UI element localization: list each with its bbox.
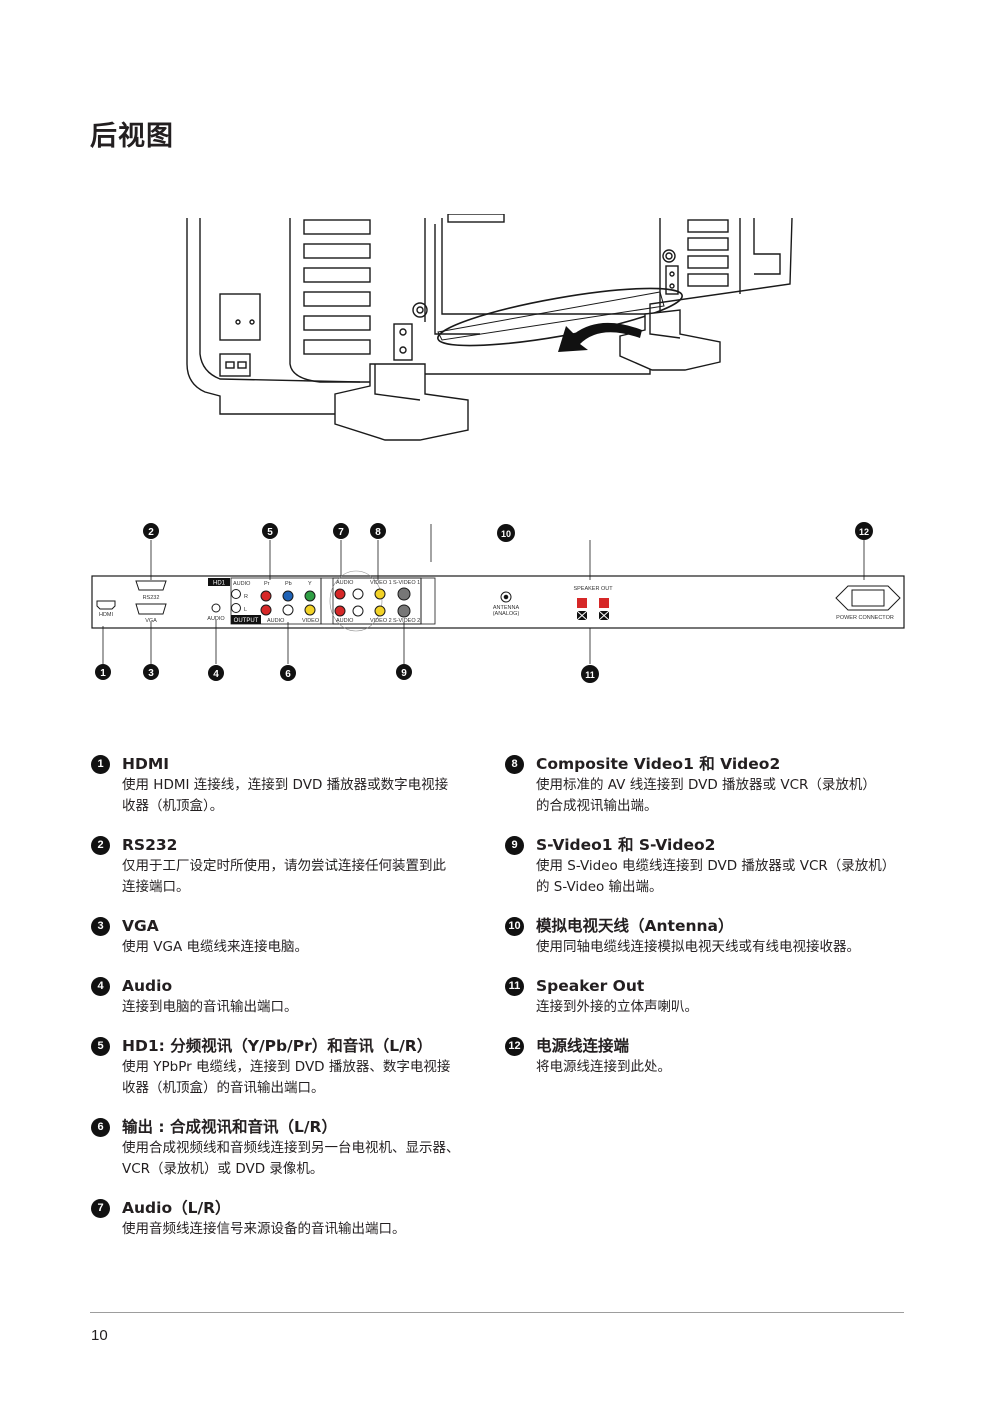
callout-6: 6 [285, 669, 291, 680]
video2-label: VIDEO 2 [370, 618, 392, 624]
callout-9: 9 [401, 668, 407, 679]
item-desc: 使用 HDMI 连接线，连接到 DVD 播放器或数字电视接 收器（机顶盒）。 [122, 777, 449, 814]
power-connector-label: POWER CONNECTOR [836, 615, 894, 621]
callout-4: 4 [213, 669, 219, 680]
analog-label: (ANALOG) [493, 611, 520, 617]
output-video-label: VIDEO [302, 618, 320, 624]
tv-rear-illustration [186, 214, 793, 441]
description-column-left: 1 HDMI 使用 HDMI 连接线，连接到 DVD 播放器或数字电视接 收器（… [91, 754, 491, 1258]
item-desc: 使用同轴电缆线连接模拟电视天线或有线电视接收器。 [536, 939, 860, 955]
item-hd1: 5 HD1: 分频视讯（Y/Pb/Pr）和音讯（L/R） 使用 YPbPr 电缆… [91, 1036, 491, 1099]
item-title: 电源线连接端 [536, 1037, 630, 1055]
output-audio-label: AUDIO [267, 618, 285, 624]
item-output: 6 输出 : 合成视讯和音讯（L/R） 使用合成视频线和音频线连接到另一台电视机… [91, 1117, 491, 1180]
item-desc: 连接到外接的立体声喇叭。 [536, 999, 698, 1015]
item-title: HDMI [122, 755, 170, 773]
item-desc: 仅用于工厂设定时所使用，请勿尝试连接任何装置到此 连接端口。 [122, 858, 446, 895]
item-number: 10 [505, 917, 524, 936]
item-desc: 使用 YPbPr 电缆线，连接到 DVD 播放器、数字电视接 收器（机顶盒）的音… [122, 1059, 451, 1096]
antenna-label: ANTENNA [493, 605, 520, 611]
callout-12: 12 [859, 527, 869, 537]
pc-audio-port-label: AUDIO [207, 616, 225, 622]
item-title: VGA [122, 917, 159, 935]
item-desc: 使用 S-Video 电缆线连接到 DVD 播放器或 VCR（录放机） 的 S-… [536, 858, 896, 895]
item-title: 模拟电视天线（Antenna） [536, 917, 734, 935]
item-power-connector: 12 电源线连接端 将电源线连接到此处。 [505, 1036, 905, 1078]
item-title: Composite Video1 和 Video2 [536, 755, 781, 773]
svideo2-label: S-VIDEO 2 [393, 618, 420, 624]
y-label: Y [308, 581, 312, 587]
item-number: 7 [91, 1199, 110, 1218]
item-vga: 3 VGA 使用 VGA 电缆线来连接电脑。 [91, 916, 491, 958]
vga-port-label: VGA [145, 618, 157, 624]
hd1-r-label: R [244, 594, 248, 600]
item-desc: 使用 VGA 电缆线来连接电脑。 [122, 939, 309, 955]
callout-1: 1 [100, 668, 106, 679]
item-title: 输出 : 合成视讯和音讯（L/R） [122, 1118, 337, 1136]
hdmi-port-label: HDMI [99, 612, 114, 618]
audio2-label: AUDIO [336, 618, 354, 624]
item-number: 6 [91, 1118, 110, 1137]
item-rs232: 2 RS232 仅用于工厂设定时所使用，请勿尝试连接任何装置到此 连接端口。 [91, 835, 491, 898]
item-number: 9 [505, 836, 524, 855]
speaker-out-label: SPEAKER OUT [573, 586, 613, 592]
footer-divider [90, 1312, 904, 1313]
video1-label: VIDEO 1 [370, 580, 392, 586]
item-title: Audio [122, 977, 173, 995]
item-title: Speaker Out [536, 977, 645, 995]
item-antenna: 10 模拟电视天线（Antenna） 使用同轴电缆线连接模拟电视天线或有线电视接… [505, 916, 905, 958]
item-composite-video: 8 Composite Video1 和 Video2 使用标准的 AV 线连接… [505, 754, 905, 817]
callout-5: 5 [267, 527, 273, 538]
item-number: 12 [505, 1037, 524, 1056]
callout-10: 10 [501, 529, 511, 539]
item-desc: 将电源线连接到此处。 [536, 1059, 671, 1075]
callout-7: 7 [338, 527, 344, 538]
item-title: S-Video1 和 S-Video2 [536, 836, 716, 854]
item-desc: 使用音频线连接信号来源设备的音讯输出端口。 [122, 1221, 406, 1237]
item-desc: 连接到电脑的音讯输出端口。 [122, 999, 298, 1015]
item-title: HD1: 分频视讯（Y/Pb/Pr）和音讯（L/R） [122, 1037, 433, 1055]
hd1-audio-label: AUDIO [233, 581, 251, 587]
item-number: 8 [505, 755, 524, 774]
item-svideo: 9 S-Video1 和 S-Video2 使用 S-Video 电缆线连接到 … [505, 835, 905, 898]
callout-8: 8 [375, 527, 381, 538]
item-audio-lr: 7 Audio（L/R） 使用音频线连接信号来源设备的音讯输出端口。 [91, 1198, 491, 1240]
page-number: 10 [91, 1327, 108, 1344]
hd1-l-label: L [244, 607, 247, 613]
audio1-label: AUDIO [336, 580, 354, 586]
item-number: 5 [91, 1037, 110, 1056]
description-column-right: 8 Composite Video1 和 Video2 使用标准的 AV 线连接… [505, 754, 905, 1096]
item-desc: 使用合成视频线和音频线连接到另一台电视机、显示器、 VCR（录放机）或 DVD … [122, 1140, 460, 1177]
pr-label: Pr [264, 581, 270, 587]
item-title: RS232 [122, 836, 178, 854]
item-number: 2 [91, 836, 110, 855]
item-title: Audio（L/R） [122, 1199, 231, 1217]
rs232-port-label: RS232 [143, 595, 160, 601]
output-label: OUTPUT [234, 618, 259, 624]
rear-panel-diagram: HD1 OUTPUT HDMI RS232 VGA AUDIO AUDIO [91, 522, 905, 683]
item-number: 3 [91, 917, 110, 936]
callout-11: 11 [585, 670, 595, 680]
item-audio: 4 Audio 连接到电脑的音讯输出端口。 [91, 976, 491, 1018]
page-title: 后视图 [90, 121, 174, 152]
item-hdmi: 1 HDMI 使用 HDMI 连接线，连接到 DVD 播放器或数字电视接 收器（… [91, 754, 491, 817]
item-number: 1 [91, 755, 110, 774]
pb-label: Pb [285, 581, 292, 587]
callout-2: 2 [148, 527, 154, 538]
svideo1-label: S-VIDEO 1 [393, 580, 420, 586]
item-speaker-out: 11 Speaker Out 连接到外接的立体声喇叭。 [505, 976, 905, 1018]
item-number: 4 [91, 977, 110, 996]
item-number: 11 [505, 977, 524, 996]
hd1-label: HD1 [213, 581, 226, 587]
item-desc: 使用标准的 AV 线连接到 DVD 播放器或 VCR（录放机） 的合成视讯输出端… [536, 777, 876, 814]
callout-3: 3 [148, 668, 154, 679]
